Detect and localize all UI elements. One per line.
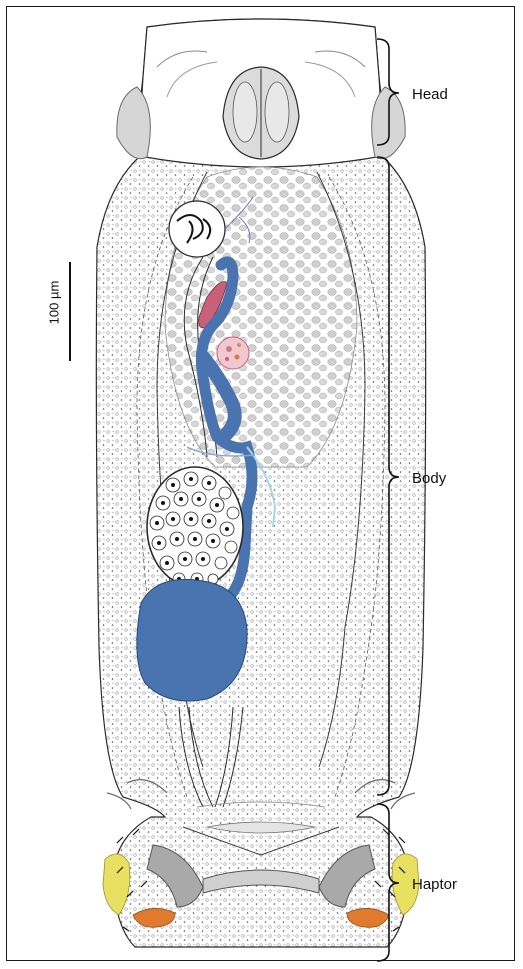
figure-frame: Head Body Haptor 100 µm: [6, 6, 515, 961]
blue-sac: [137, 579, 247, 701]
body-label: Body: [412, 470, 446, 487]
head-label: Head: [412, 86, 448, 103]
haptor-label: Haptor: [412, 876, 457, 893]
scale-bar-label: 100 µm: [47, 275, 62, 331]
copulatory-organ: [169, 201, 225, 257]
ovary: [217, 337, 249, 369]
